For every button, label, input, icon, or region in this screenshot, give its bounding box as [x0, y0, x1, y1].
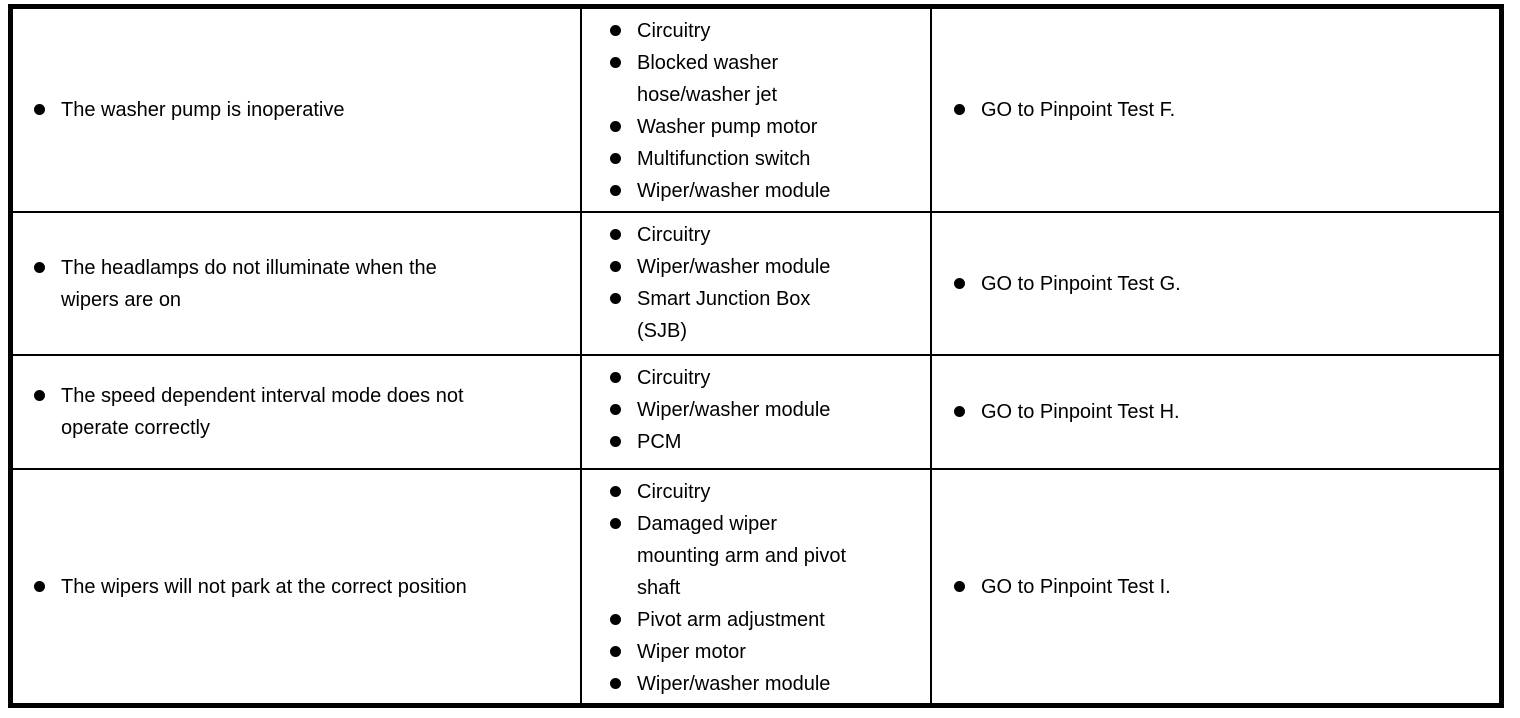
bullet-icon — [610, 25, 621, 36]
symptom-cell: The headlamps do not illuminate when the… — [13, 211, 580, 354]
source-item: Blocked washer hose/washer jet — [610, 47, 926, 111]
source-text: Pivot arm adjustment — [637, 609, 825, 631]
symptom-text: The washer pump is inoperative — [61, 99, 345, 121]
action-cell: GO to Pinpoint Test F. — [930, 9, 1499, 211]
source-item: Wiper/washer module — [610, 668, 926, 700]
bullet-icon — [954, 580, 965, 592]
source-text: Circuitry — [637, 481, 711, 503]
bullet-icon — [610, 261, 621, 272]
source-item: Washer pump motor — [610, 111, 926, 143]
source-text: Wiper/washer module — [637, 673, 831, 695]
source-item: Wiper/washer module — [610, 251, 926, 283]
source-item: Circuitry — [610, 476, 926, 508]
symptom-item: The headlamps do not illuminate when the… — [34, 252, 437, 316]
action-item: GO to Pinpoint Test I. — [954, 571, 1171, 603]
action-text: GO to Pinpoint Test H. — [981, 401, 1180, 423]
possible-sources-cell: Circuitry Damaged wiper mounting arm and… — [580, 468, 930, 703]
source-text: Damaged wiper mounting arm and pivot sha… — [637, 513, 847, 599]
action-item: GO to Pinpoint Test G. — [954, 268, 1181, 300]
symptom-cell: The wipers will not park at the correct … — [13, 468, 580, 703]
source-item: Multifunction switch — [610, 143, 926, 175]
bullet-icon — [954, 406, 965, 417]
action-cell: GO to Pinpoint Test H. — [930, 354, 1499, 468]
source-text: Wiper/washer module — [637, 256, 831, 278]
bullet-icon — [610, 646, 621, 657]
possible-sources-cell: Circuitry Blocked washer hose/washer jet… — [580, 9, 930, 211]
source-text: Wiper motor — [637, 641, 746, 663]
source-item: Circuitry — [610, 219, 926, 251]
bullet-icon — [34, 580, 45, 592]
source-text: Blocked washer hose/washer jet — [637, 52, 779, 106]
bullet-icon — [34, 261, 45, 273]
source-text: PCM — [637, 431, 682, 453]
source-text: Circuitry — [637, 367, 711, 389]
bullet-icon — [610, 614, 621, 625]
action-cell: GO to Pinpoint Test I. — [930, 468, 1499, 703]
source-text: Smart Junction Box (SJB) — [637, 288, 811, 342]
source-item: Circuitry — [610, 362, 926, 394]
symptom-item: The speed dependent interval mode does n… — [34, 380, 464, 444]
bullet-icon — [954, 277, 965, 289]
action-item: GO to Pinpoint Test H. — [954, 396, 1180, 428]
source-text: Wiper/washer module — [637, 180, 831, 202]
source-text: Circuitry — [637, 224, 711, 246]
action-text: GO to Pinpoint Test F. — [981, 99, 1176, 121]
bullet-icon — [610, 153, 621, 164]
bullet-icon — [610, 518, 621, 529]
source-item: Pivot arm adjustment — [610, 604, 926, 636]
symptom-cell: The speed dependent interval mode does n… — [13, 354, 580, 468]
bullet-icon — [610, 121, 621, 132]
source-text: Washer pump motor — [637, 116, 818, 138]
bullet-icon — [610, 678, 621, 689]
bullet-icon — [610, 372, 621, 383]
action-cell: GO to Pinpoint Test G. — [930, 211, 1499, 354]
bullet-icon — [34, 104, 45, 115]
action-text: GO to Pinpoint Test I. — [981, 575, 1171, 598]
bullet-icon — [610, 229, 621, 240]
source-item: Wiper/washer module — [610, 175, 926, 207]
source-text: Multifunction switch — [637, 148, 811, 170]
bullet-icon — [610, 293, 621, 304]
symptom-cell: The washer pump is inoperative — [13, 9, 580, 211]
source-item: Wiper motor — [610, 636, 926, 668]
action-text: GO to Pinpoint Test G. — [981, 272, 1181, 295]
source-text: Wiper/washer module — [637, 399, 831, 421]
symptom-text: The wipers will not park at the correct … — [61, 575, 467, 598]
symptom-text: The speed dependent interval mode does n… — [61, 385, 464, 439]
source-item: Smart Junction Box (SJB) — [610, 283, 926, 347]
bullet-icon — [954, 104, 965, 115]
bullet-icon — [610, 404, 621, 415]
possible-sources-cell: Circuitry Wiper/washer module PCM — [580, 354, 930, 468]
source-text: Circuitry — [637, 20, 711, 42]
source-item: Damaged wiper mounting arm and pivot sha… — [610, 508, 926, 604]
source-item: Wiper/washer module — [610, 394, 926, 426]
bullet-icon — [610, 57, 621, 68]
action-item: GO to Pinpoint Test F. — [954, 94, 1175, 126]
symptom-item: The washer pump is inoperative — [34, 94, 344, 126]
symptom-item: The wipers will not park at the correct … — [34, 571, 467, 603]
bullet-icon — [610, 486, 621, 497]
source-item: PCM — [610, 426, 926, 458]
bullet-icon — [34, 390, 45, 401]
symptom-chart-table: The washer pump is inoperative Circuitry… — [8, 4, 1504, 708]
symptom-text: The headlamps do not illuminate when the… — [61, 256, 437, 311]
possible-sources-cell: Circuitry Wiper/washer module Smart Junc… — [580, 211, 930, 354]
bullet-icon — [610, 185, 621, 196]
source-item: Circuitry — [610, 15, 926, 47]
bullet-icon — [610, 436, 621, 447]
